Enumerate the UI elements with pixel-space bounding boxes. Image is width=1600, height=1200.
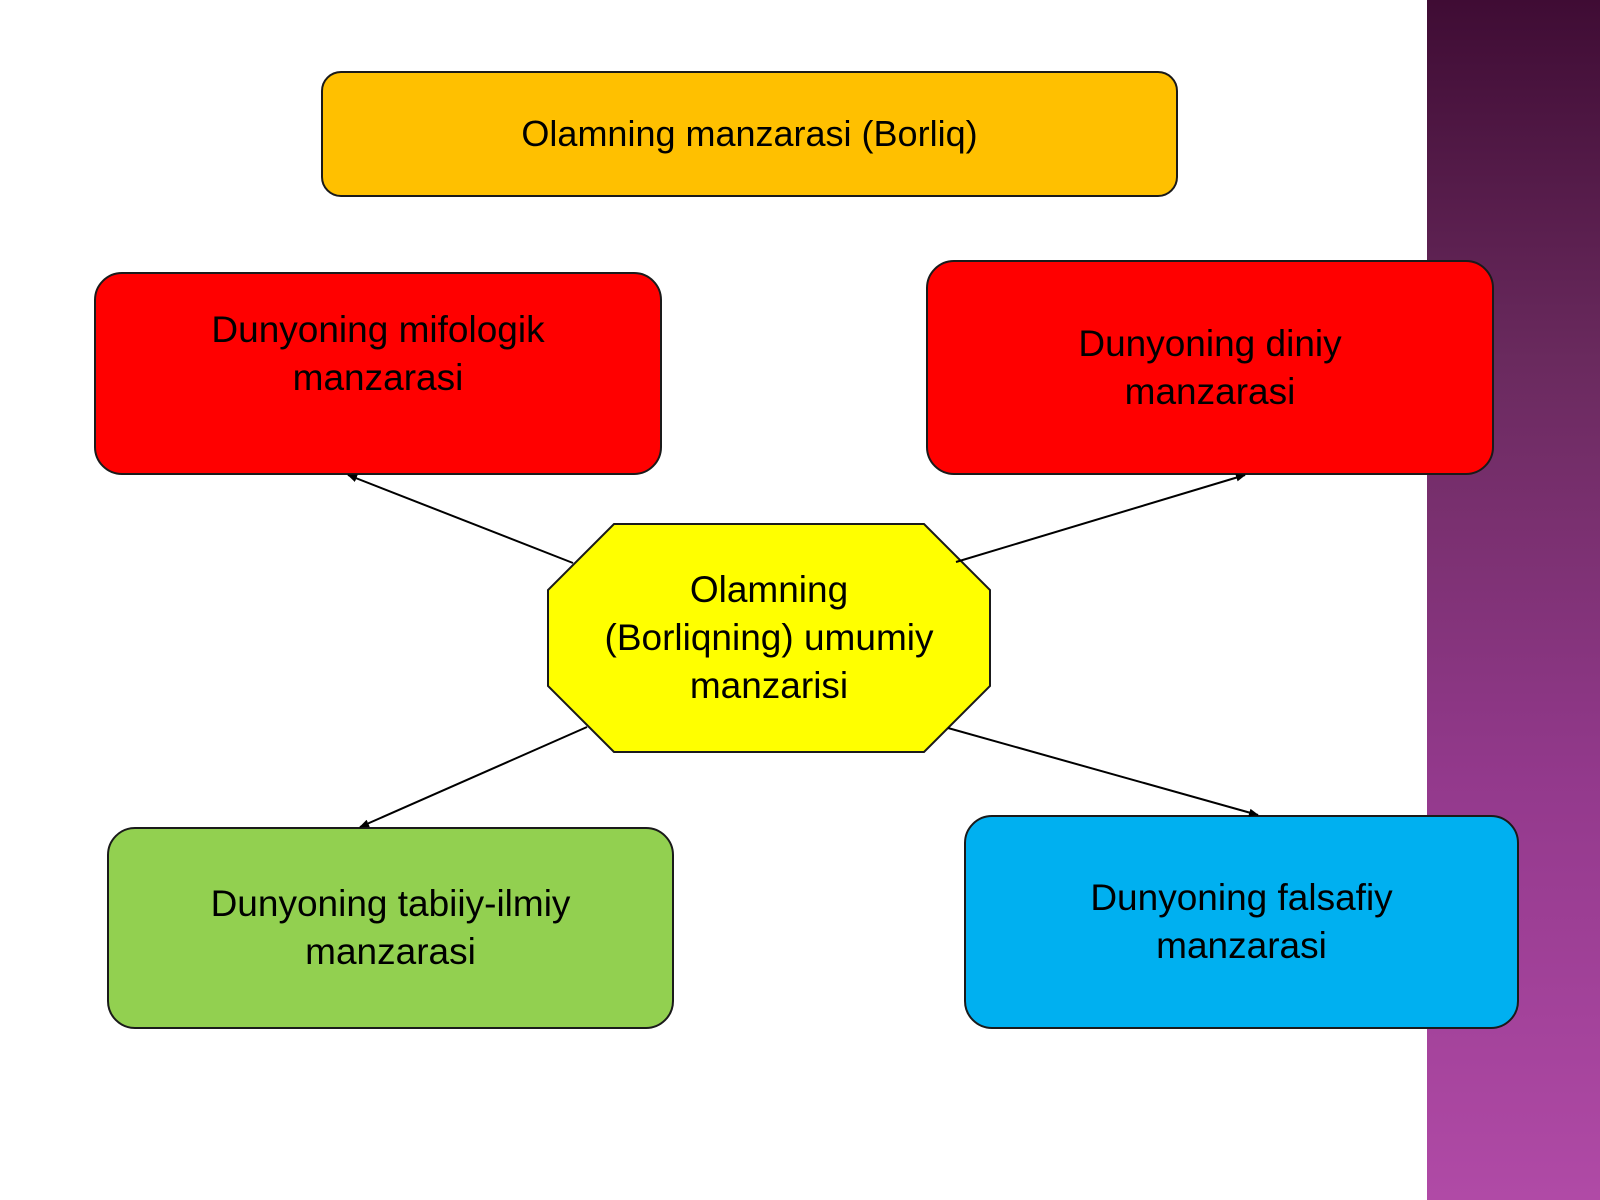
religious-label-line2: manzarasi [1124, 370, 1296, 412]
philosophical-label-line1: Dunyoning falsafiy [1090, 877, 1393, 918]
center-label-line1: Olamning [689, 569, 849, 610]
center-octagon [547, 523, 991, 753]
arrow-to-philosophical [947, 727, 1259, 817]
natural-scientific-label-line1: Dunyoning tabiiy-ilmiy [210, 883, 571, 924]
top-box: Olamning manzarasi (Borliq) [321, 71, 1178, 197]
philosophical-box: Dunyoning falsafiy manzarasi [964, 815, 1519, 1029]
center-label-line2: (Borliqning) umumiy [604, 617, 934, 658]
religious-label-line1: Dunyoning diniy [1078, 322, 1342, 364]
arrow-to-natural-scientific [359, 726, 588, 828]
mythological-box: Dunyoning mifologik manzarasi [94, 272, 662, 475]
mythological-label-line2: manzarasi [292, 357, 464, 398]
natural-scientific-label-line2: manzarasi [305, 931, 476, 972]
center-label-line3: manzarisi [689, 665, 849, 706]
mythological-label-line1: Dunyoning mifologik [211, 309, 545, 350]
center-label: Olamning (Borliqning) umumiy manzarisi [548, 524, 990, 752]
philosophical-label-line2: manzarasi [1156, 925, 1327, 966]
religious-box: Dunyoning diniy manzarasi [926, 260, 1494, 475]
natural-scientific-box: Dunyoning tabiiy-ilmiy manzarasi [107, 827, 674, 1029]
arrow-to-religious [955, 473, 1246, 563]
top-box-label: Olamning manzarasi (Borliq) [521, 113, 978, 154]
arrow-to-mythological [347, 474, 574, 564]
